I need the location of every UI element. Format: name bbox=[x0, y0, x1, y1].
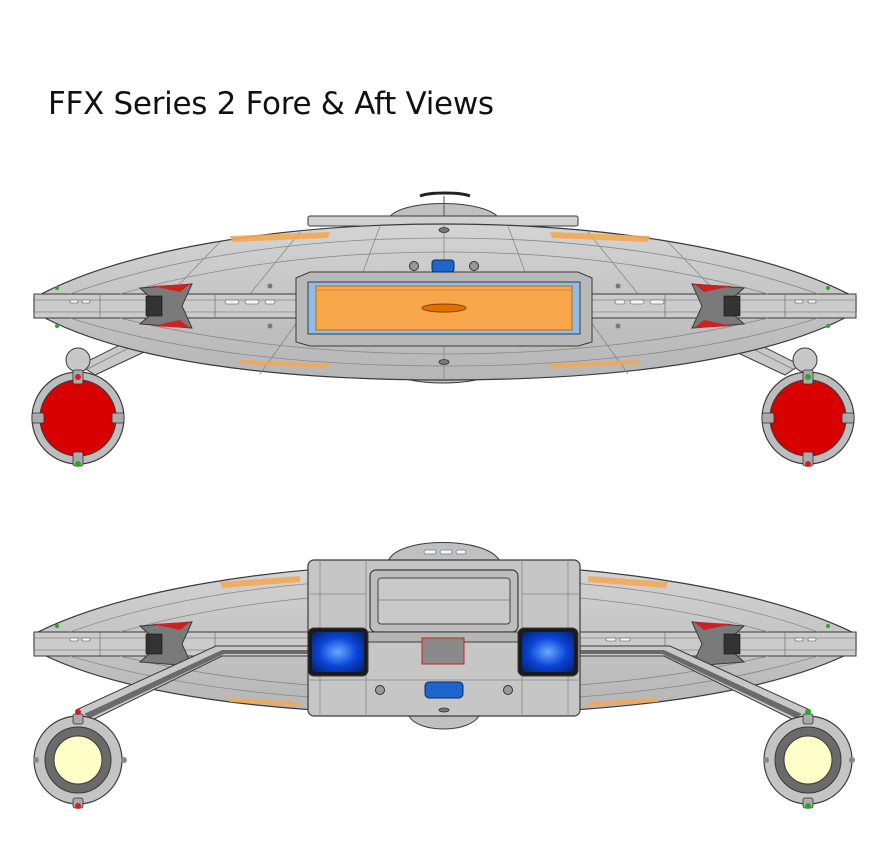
starboard-nacelle-exhaust bbox=[763, 709, 855, 809]
port-bussard-collector bbox=[31, 369, 125, 467]
aft-starboard-weapon-array bbox=[691, 621, 746, 667]
page-title: FFX Series 2 Fore & Aft Views bbox=[48, 86, 494, 122]
port-nacelle-exhaust bbox=[33, 709, 127, 809]
rim-windows bbox=[69, 299, 817, 305]
starboard-bussard-collector bbox=[761, 369, 855, 467]
port-impulse-engine bbox=[307, 627, 369, 677]
engineering-hull-block bbox=[307, 559, 581, 717]
port-weapon-array bbox=[138, 283, 193, 329]
bridge-dome bbox=[307, 191, 579, 227]
hull-accent-stripes bbox=[230, 232, 650, 368]
navigational-deflector bbox=[295, 271, 593, 347]
starboard-impulse-engine bbox=[517, 627, 579, 677]
aft-view-drawing bbox=[33, 542, 857, 809]
aft-hull-accent-stripes bbox=[220, 576, 668, 706]
fore-view-drawing bbox=[31, 191, 857, 467]
starboard-weapon-array bbox=[691, 283, 746, 329]
